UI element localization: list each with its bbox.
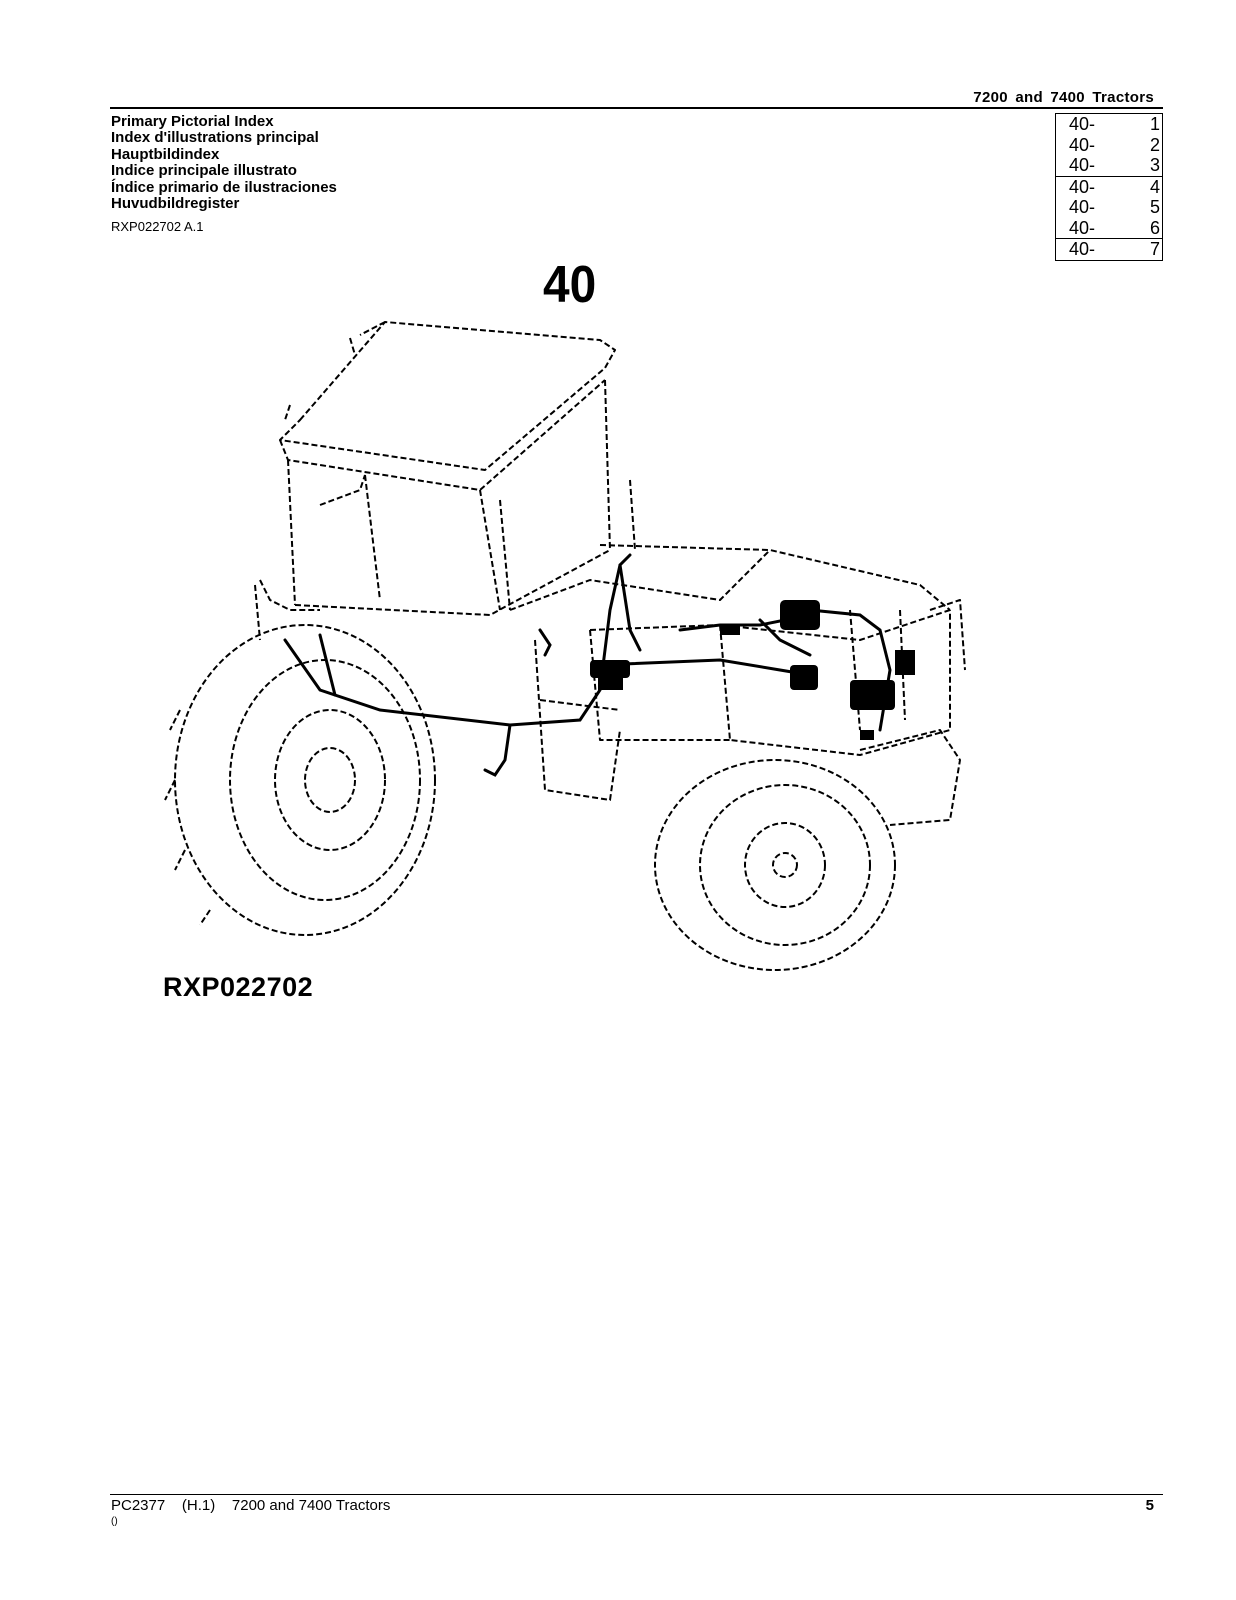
index-link-2[interactable]: 40- 2 <box>1056 135 1162 156</box>
index-page: 6 <box>1149 217 1160 238</box>
title-block: Primary Pictorial Index Index d'illustra… <box>111 113 337 213</box>
reference-code: RXP022702 A.1 <box>111 219 204 234</box>
index-link-6[interactable]: 40- 6 <box>1056 218 1162 239</box>
index-group-3: 40- 7 <box>1056 239 1162 260</box>
title-es: Índice primario de ilustraciones <box>111 178 337 196</box>
page-index-box: 40- 1 40- 2 40- 3 40- 4 40- 5 40- 6 40- 7 <box>1055 113 1163 261</box>
index-page: 1 <box>1149 114 1160 134</box>
index-page: 2 <box>1149 134 1160 155</box>
footer-sub: () <box>111 1516 118 1527</box>
title-de: Hauptbildindex <box>111 145 220 163</box>
index-group-2: 40- 4 40- 5 40- 6 <box>1056 177 1162 239</box>
title-it: Indice principale illustrato <box>111 162 297 180</box>
index-page: 7 <box>1149 239 1160 259</box>
index-prefix: 40- <box>1069 134 1096 155</box>
section-number: 40 <box>543 256 597 314</box>
index-prefix: 40- <box>1069 114 1096 134</box>
index-group-1: 40- 1 40- 2 40- 3 <box>1056 114 1162 177</box>
tractor-wiring-illustration <box>164 321 966 971</box>
index-page: 4 <box>1149 176 1160 197</box>
index-link-3[interactable]: 40- 3 <box>1056 155 1162 176</box>
index-page: 5 <box>1149 197 1160 217</box>
index-prefix: 40- <box>1069 217 1096 238</box>
index-link-7[interactable]: 40- 7 <box>1056 239 1162 260</box>
index-prefix: 40- <box>1069 239 1096 259</box>
index-link-4[interactable]: 40- 4 <box>1056 177 1162 198</box>
title-sv: Huvudbildregister <box>111 195 240 213</box>
title-fr: Index d'illustrations principal <box>111 129 319 147</box>
header-rule <box>110 107 1163 109</box>
title-en: Primary Pictorial Index <box>111 113 274 130</box>
page-number: 5 <box>1145 1497 1154 1514</box>
index-prefix: 40- <box>1069 155 1096 175</box>
footer-info: PC2377 (H.1) 7200 and 7400 Tractors <box>111 1497 391 1514</box>
index-link-1[interactable]: 40- 1 <box>1056 114 1162 135</box>
header-title: 7200 and 7400 Tractors <box>973 89 1154 106</box>
index-prefix: 40- <box>1069 197 1096 217</box>
index-page: 3 <box>1149 155 1160 175</box>
index-link-5[interactable]: 40- 5 <box>1056 197 1162 218</box>
figure-label: RXP022702 <box>163 972 314 1002</box>
footer-rule <box>110 1494 1163 1495</box>
index-prefix: 40- <box>1069 176 1096 197</box>
